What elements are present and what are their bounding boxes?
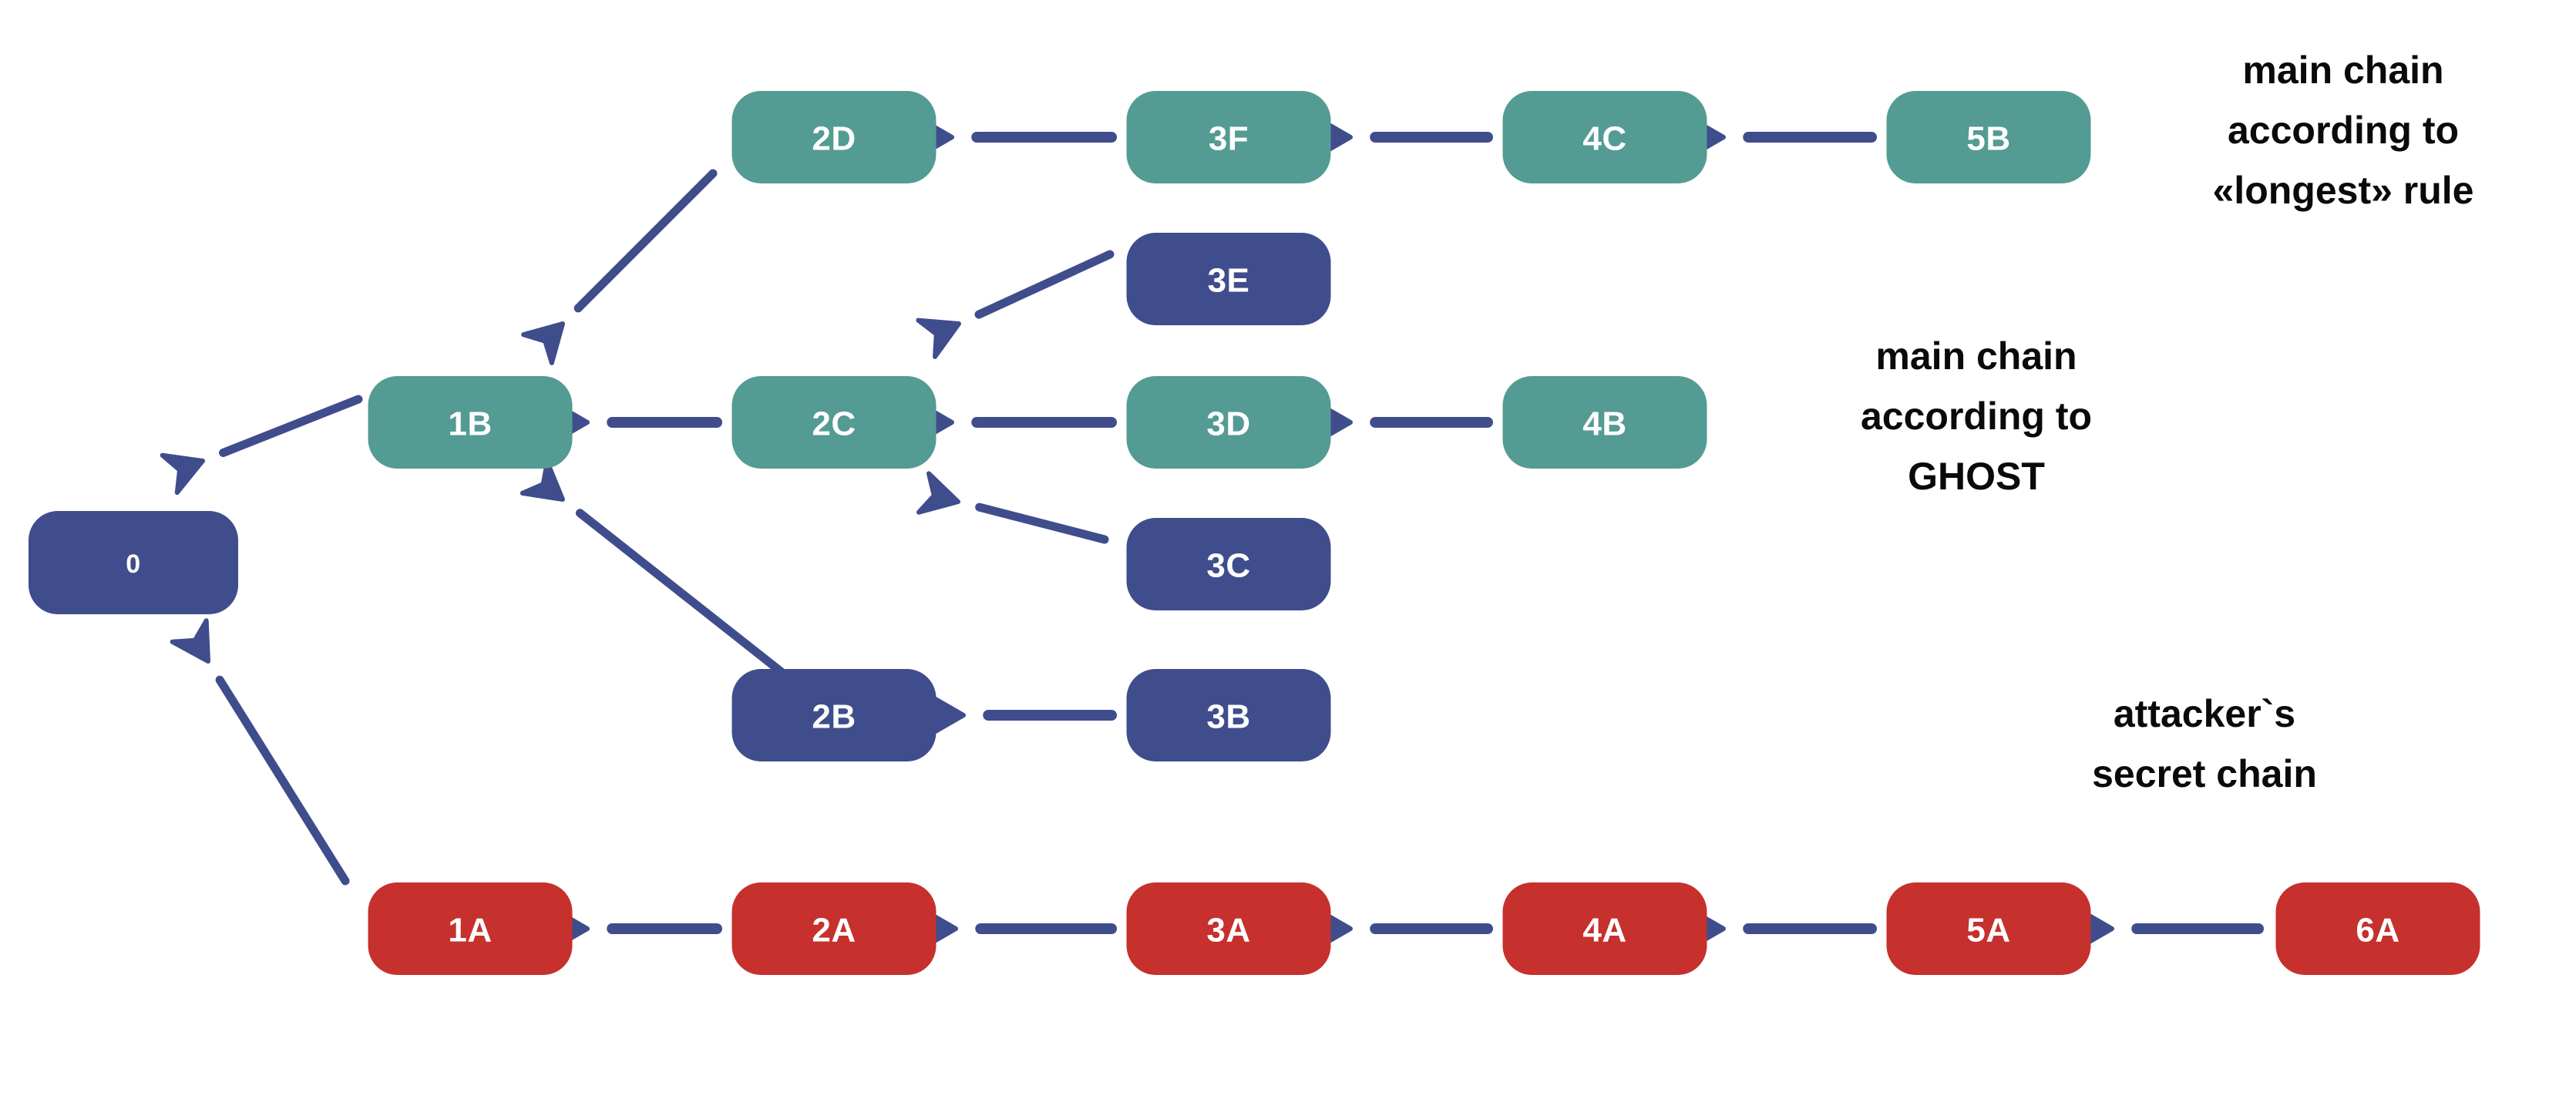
block-label-4a: 4A [1582,912,1626,950]
block-shape-5a[interactable] [1886,882,2091,975]
block-label-3d: 3D [1206,405,1250,443]
block-label-1a: 1A [448,912,492,950]
block-shape-3c[interactable] [1126,518,1331,610]
block-label-4c: 4C [1582,120,1626,158]
block-node-5a[interactable]: 5A [1886,882,2091,975]
block-node-3c[interactable]: 3C [1126,518,1331,610]
edge-5B-to-4C [1681,112,1877,163]
block-shape-2b[interactable] [731,669,937,761]
edge-3D-to-2C [910,397,1117,448]
block-label-1b: 1B [448,405,492,443]
edge-2B-to-1B [520,459,786,677]
block-label-3a: 3A [1206,912,1250,950]
block-label-2a: 2A [812,912,856,950]
annotation-ghost-rule: main chain according to GHOST [1860,334,2093,498]
block-shape-3b[interactable] [1126,669,1331,761]
edge-3A-to-2A [913,903,1117,954]
edge-3B-to-2B [921,690,1117,741]
block-node-6a[interactable]: 6A [2275,882,2480,975]
block-shape-3e[interactable] [1126,233,1331,325]
edge-6A-to-5A [2070,903,2264,954]
block-shape-1b[interactable] [368,376,573,469]
block-label-5b: 5B [1966,120,2010,158]
block-node-2c[interactable]: 2C [731,376,937,469]
block-label-2b: 2B [812,698,856,736]
block-label-6a: 6A [2356,912,2399,950]
block-label-3f: 3F [1209,120,1249,158]
block-label-0: 0 [126,550,140,579]
block-shape-2d[interactable] [731,91,937,183]
block-shape-4b[interactable] [1502,376,1707,469]
edge-4B-to-3D [1308,397,1493,448]
block-node-4a[interactable]: 4A [1502,882,1707,975]
edge-3E-to-2C [916,250,1115,359]
block-label-3c: 3C [1206,547,1250,585]
block-shape-3d[interactable] [1126,376,1331,469]
block-node-1b[interactable]: 1B [368,376,573,469]
block-shape-2c[interactable] [731,376,937,469]
edge-2D-to-1B [521,169,718,365]
block-shape-6a[interactable] [2275,882,2480,975]
edge-4C-to-3F [1308,112,1493,163]
block-label-2d: 2D [812,120,856,158]
block-node-3a[interactable]: 3A [1126,882,1331,975]
nodes-layer: 0 1B 2D 2C 2B 3F 3E 3D 3C 3B 4C 4B 5B 1A 2A 3A 4A 5A 6A [29,91,2480,975]
block-label-5a: 5A [1966,912,2010,950]
edge-3C-to-2C [916,471,1109,544]
block-node-4b[interactable]: 4B [1502,376,1707,469]
annotation-longest-rule: main chain according to «longest» rule [2212,49,2474,212]
block-label-3b: 3B [1206,698,1250,736]
block-shape-0[interactable] [29,511,238,614]
edge-3F-to-2D [910,112,1117,163]
block-shape-4c[interactable] [1502,91,1707,183]
block-node-1a[interactable]: 1A [368,882,573,975]
block-node-2d[interactable]: 2D [731,91,937,183]
edge-1B-to-0 [160,395,363,496]
block-node-3b[interactable]: 3B [1126,669,1331,761]
block-label-3e: 3E [1208,262,1250,300]
block-shape-1a[interactable] [368,882,573,975]
block-node-2a[interactable]: 2A [731,882,937,975]
edge-1A-to-0 [170,618,350,886]
edge-5A-to-4A [1681,903,1877,954]
annotation-attacker-chain: attacker`s secret chain [2092,692,2317,795]
edge-2A-to-1A [545,903,722,954]
block-node-3f[interactable]: 3F [1126,91,1331,183]
block-shape-4a[interactable] [1502,882,1707,975]
block-shape-5b[interactable] [1886,91,2091,183]
block-label-2c: 2C [812,405,856,443]
block-shape-3a[interactable] [1126,882,1331,975]
block-node-3e[interactable]: 3E [1126,233,1331,325]
edge-4A-to-3A [1308,903,1493,954]
block-label-4b: 4B [1582,405,1626,443]
block-node-3d[interactable]: 3D [1126,376,1331,469]
block-node-4c[interactable]: 4C [1502,91,1707,183]
edge-2C-to-1B [545,397,722,448]
block-node-5b[interactable]: 5B [1886,91,2091,183]
block-node-2b[interactable]: 2B [731,669,937,761]
block-shape-3f[interactable] [1126,91,1331,183]
block-shape-2a[interactable] [731,882,937,975]
block-node-0[interactable]: 0 [29,511,238,614]
